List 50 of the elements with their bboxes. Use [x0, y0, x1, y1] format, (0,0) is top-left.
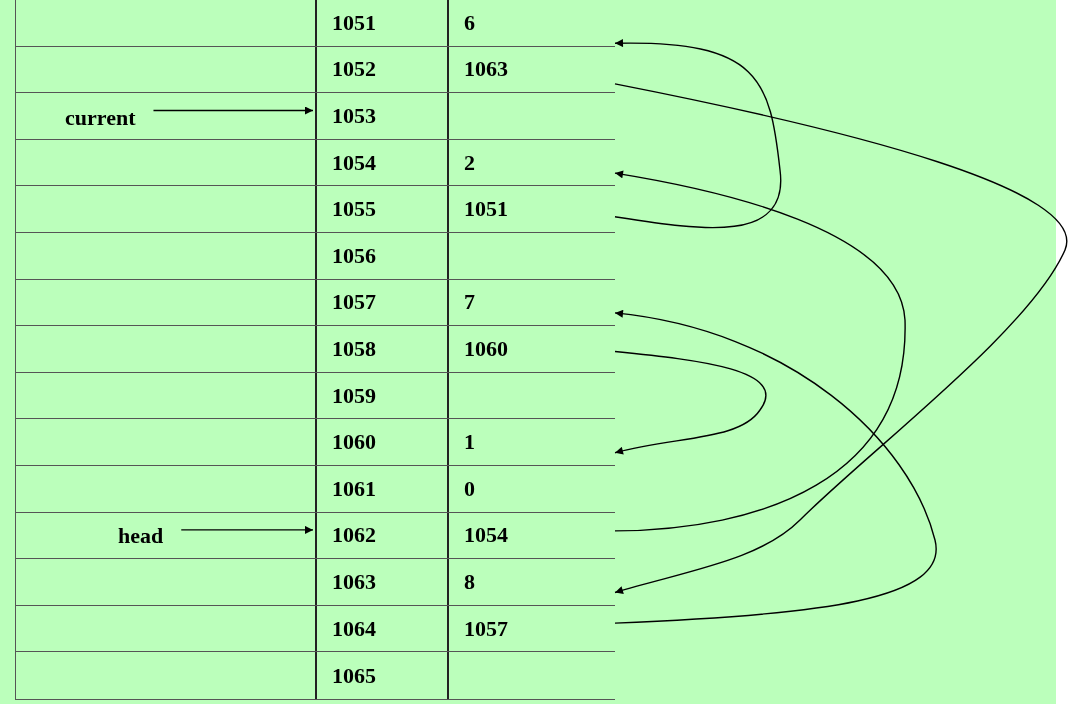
address-cell: 1057 [315, 279, 447, 326]
address-cell: 1058 [315, 326, 447, 372]
memory-row [15, 466, 615, 513]
address-cell: 1065 [315, 652, 447, 700]
value-cell: 7 [447, 279, 615, 326]
value-cell: 1057 [447, 605, 615, 652]
memory-row [15, 0, 615, 47]
address-cell: 1059 [315, 372, 447, 419]
value-cell: 1060 [447, 326, 615, 372]
memory-row [15, 372, 615, 420]
address-cell: 1064 [315, 605, 447, 652]
memory-row [15, 326, 615, 373]
curved-arrow [614, 310, 937, 624]
pointer-label: current [65, 105, 136, 132]
address-cell: 1061 [315, 466, 447, 512]
value-cell: 1063 [447, 46, 615, 93]
arrow [180, 525, 314, 534]
address-cell: 1060 [315, 419, 447, 465]
address-cell: 1054 [315, 139, 447, 186]
memory-row [15, 652, 615, 701]
memory-row [15, 605, 615, 653]
address-cell: 1063 [315, 559, 447, 605]
curved-arrow [614, 350, 767, 455]
value-cell: 1 [447, 419, 615, 465]
value-cell: 2 [447, 139, 615, 186]
value-cell: 6 [447, 0, 615, 46]
curved-arrow [614, 39, 782, 229]
value-cell: 1054 [447, 512, 615, 559]
memory-row [15, 93, 615, 140]
memory-row [15, 512, 615, 560]
memory-row [15, 46, 615, 94]
memory-row [15, 139, 615, 187]
memory-row [15, 233, 615, 280]
address-cell: 1055 [315, 186, 447, 232]
value-cell: 1051 [447, 186, 615, 232]
arrow [152, 106, 314, 115]
address-cell: 1053 [315, 93, 447, 139]
address-cell: 1062 [315, 512, 447, 559]
pointer-label: head [118, 522, 164, 549]
address-cell: 1052 [315, 46, 447, 93]
curved-arrow [614, 83, 1067, 595]
memory-row [15, 419, 615, 466]
memory-row [15, 559, 615, 606]
memory-row [15, 186, 615, 233]
curved-arrow [614, 170, 906, 532]
value-cell: 8 [447, 559, 615, 605]
address-cell: 1056 [315, 233, 447, 279]
address-cell: 1051 [315, 0, 447, 46]
value-cell: 0 [447, 466, 615, 512]
memory-row [15, 279, 615, 327]
